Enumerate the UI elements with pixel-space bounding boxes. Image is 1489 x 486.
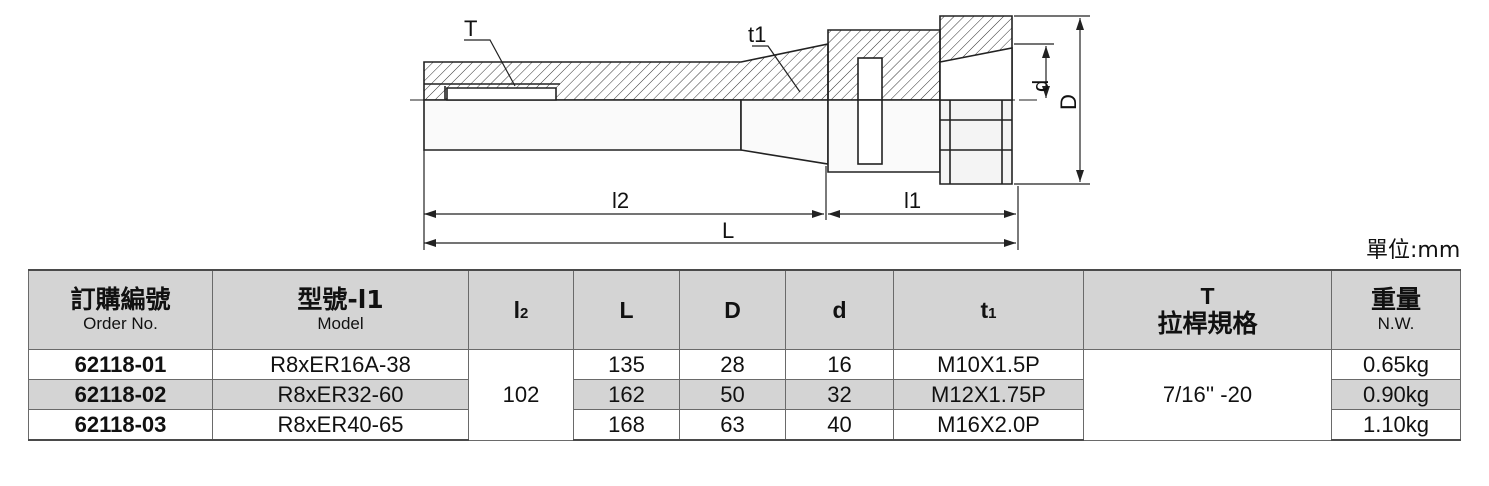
header-D-label: D bbox=[724, 296, 741, 323]
unit-label: 單位:mm bbox=[1366, 238, 1461, 263]
label-D: D bbox=[1056, 94, 1081, 110]
cell-t1: M16X2.0P bbox=[893, 409, 1084, 441]
table-row: 62118-01 R8xER16A-38 102 135 28 16 M10X1… bbox=[28, 349, 1461, 441]
cell-T-shared: 7/16'' -20 bbox=[1083, 349, 1332, 441]
header-d-label: d bbox=[832, 296, 847, 323]
header-l2-main: l bbox=[513, 296, 521, 323]
cell-order: 62118-01 bbox=[28, 349, 213, 380]
cell-nw: 0.65kg bbox=[1331, 349, 1461, 380]
leader-lines bbox=[464, 39, 801, 93]
header-d: d bbox=[785, 269, 894, 350]
header-T-symbol: T bbox=[1200, 282, 1215, 309]
header-nw-en: N.W. bbox=[1377, 314, 1415, 333]
tool-holder-drawing: T t1 l2 l1 L d D bbox=[410, 15, 1090, 250]
cell-t1: M10X1.5P bbox=[893, 349, 1084, 380]
header-D: D bbox=[679, 269, 786, 350]
header-t1-main: t bbox=[980, 296, 989, 323]
cell-d: 32 bbox=[785, 379, 894, 410]
header-L: L bbox=[573, 269, 680, 350]
cell-L: 135 bbox=[573, 349, 680, 380]
cell-nw: 1.10kg bbox=[1331, 409, 1461, 441]
label-t1: t1 bbox=[748, 22, 766, 47]
label-l2: l2 bbox=[612, 188, 629, 213]
header-t1-sub: 1 bbox=[988, 304, 997, 322]
cell-L: 162 bbox=[573, 379, 680, 410]
spec-table: 訂購編號 Order No. 型號-l1 Model l2 L D d t1 T… bbox=[28, 269, 1461, 441]
header-model: 型號-l1 Model bbox=[212, 269, 469, 350]
label-d: d bbox=[1028, 80, 1053, 92]
header-l2-sub: 2 bbox=[520, 304, 529, 322]
tool-head bbox=[827, 15, 1013, 185]
header-l2: l2 bbox=[468, 269, 574, 350]
table-row: 62118-02 R8xER32-60 162 50 32 M12X1.75P … bbox=[28, 379, 1461, 410]
cell-model: R8xER40-65 bbox=[212, 409, 469, 441]
cell-d: 16 bbox=[785, 349, 894, 380]
header-nw-zh: 重量 bbox=[1370, 285, 1421, 314]
header-model-en: Model bbox=[317, 314, 364, 333]
header-order-zh: 訂購編號 bbox=[70, 285, 171, 314]
dimension-lines bbox=[423, 15, 1090, 250]
header-nw: 重量 N.W. bbox=[1331, 269, 1461, 350]
header-T: T 拉桿規格 bbox=[1083, 269, 1332, 350]
label-T: T bbox=[464, 16, 477, 41]
cell-D: 50 bbox=[679, 379, 786, 410]
cell-model: R8xER32-60 bbox=[212, 379, 469, 410]
header-t1: t1 bbox=[893, 269, 1084, 350]
table-header-row: 訂購編號 Order No. 型號-l1 Model l2 L D d t1 T… bbox=[28, 269, 1461, 350]
header-order-en: Order No. bbox=[83, 314, 158, 333]
header-L-label: L bbox=[619, 296, 634, 323]
label-l1: l1 bbox=[904, 188, 921, 213]
label-L: L bbox=[722, 218, 734, 243]
cell-t1: M12X1.75P bbox=[893, 379, 1084, 410]
table-row: 62118-03 R8xER40-65 168 63 40 M16X2.0P 1… bbox=[28, 409, 1461, 441]
cell-nw: 0.90kg bbox=[1331, 379, 1461, 410]
cell-d: 40 bbox=[785, 409, 894, 441]
header-T-zh: 拉桿規格 bbox=[1157, 308, 1258, 338]
cell-model: R8xER16A-38 bbox=[212, 349, 469, 380]
header-order: 訂購編號 Order No. bbox=[28, 269, 213, 350]
cell-D: 28 bbox=[679, 349, 786, 380]
cell-order: 62118-03 bbox=[28, 409, 213, 441]
header-model-zh: 型號-l1 bbox=[297, 285, 384, 314]
cell-L: 168 bbox=[573, 409, 680, 441]
cell-l2-shared: 102 bbox=[468, 349, 574, 441]
cell-order: 62118-02 bbox=[28, 379, 213, 410]
tool-shank bbox=[423, 43, 829, 165]
cell-D: 63 bbox=[679, 409, 786, 441]
dimension-arrows bbox=[424, 18, 1084, 247]
